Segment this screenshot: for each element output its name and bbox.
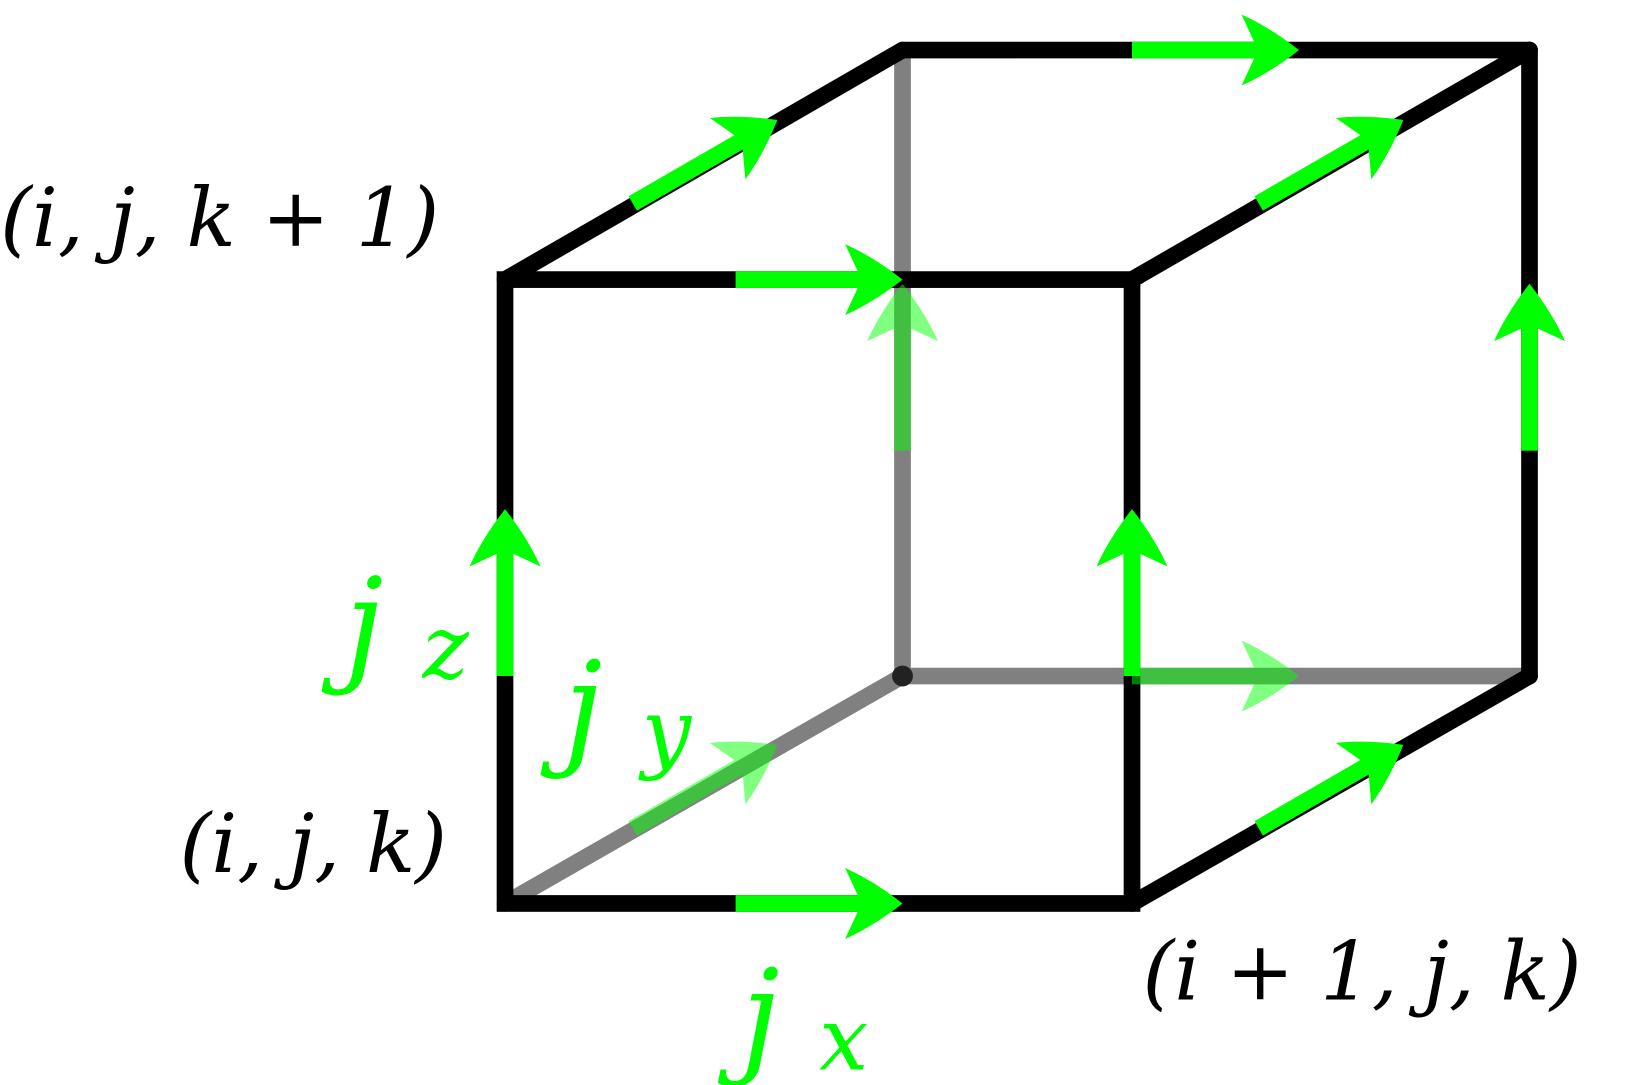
arrow-jy-hidden-bottom-left: [628, 714, 796, 836]
arrow-jy-top-left: [628, 89, 796, 211]
front-face: [496, 271, 1141, 912]
vertex-label-top-left: (i, j, k + 1): [0, 171, 439, 266]
arrow-jz-hidden-back: [867, 283, 938, 451]
hidden-current-arrows: [628, 283, 1299, 836]
label-jz-sub: z: [422, 597, 470, 699]
arrow-jz-front-left: [469, 509, 541, 677]
current-arrows: [469, 14, 1565, 939]
arrow-jy-bottom-right: [1254, 714, 1422, 836]
arrow-jx-front-bottom: [735, 868, 903, 939]
label-jx-sub: x: [819, 988, 868, 1085]
arrow-jz-back-right: [1494, 283, 1565, 451]
arrow-jx-hidden-back-bottom: [1132, 640, 1299, 712]
hidden-vertex: [892, 665, 913, 687]
arrow-jx-front-top: [735, 244, 903, 316]
label-jz-main: j: [321, 552, 383, 698]
vertex-label-bottom-right: (i + 1, j, k): [1142, 924, 1581, 1019]
label-jy-sub: y: [638, 681, 693, 783]
label-jy: j y: [540, 635, 692, 782]
arrow-jx-back-top: [1132, 14, 1299, 86]
vertex-label-origin: (i, j, k): [180, 797, 447, 892]
label-jx-main: j: [718, 943, 780, 1085]
label-jz: j z: [321, 552, 469, 699]
label-jx: j x: [718, 943, 869, 1085]
arrow-jz-front-right: [1096, 509, 1168, 677]
label-jy-main: j: [540, 635, 602, 781]
arrow-jy-top-right: [1254, 89, 1422, 211]
